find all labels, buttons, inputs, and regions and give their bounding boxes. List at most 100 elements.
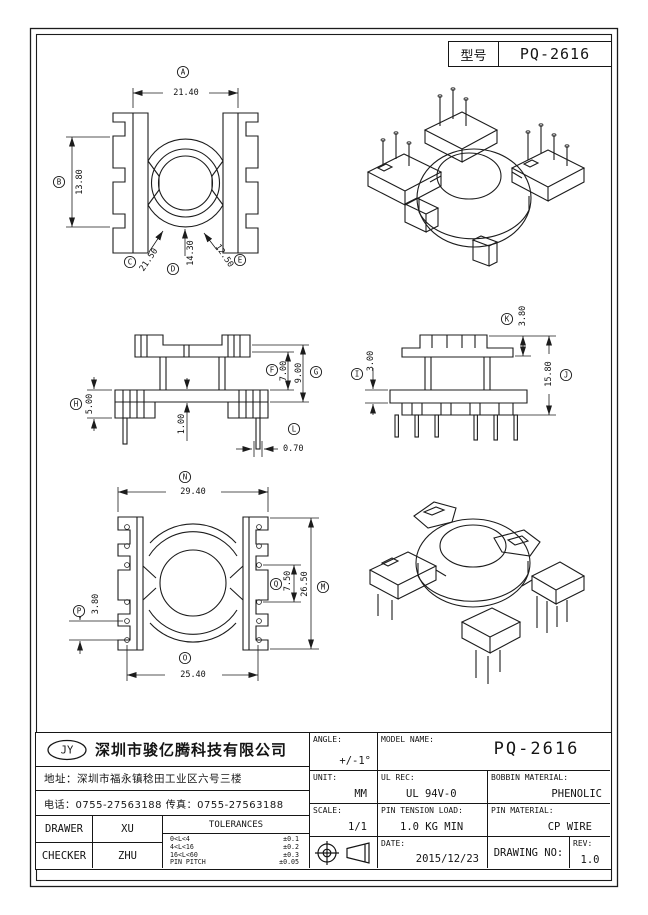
pin-material-cell: PIN MATERIAL: CP WIRE xyxy=(488,804,610,837)
phone-text: 电话：0755-27563188 传真：0755-27563188 xyxy=(44,799,284,811)
ul-rec-value: UL 94V-0 xyxy=(406,788,457,800)
svg-text:J: J xyxy=(564,371,569,380)
tolerance-row: 0<L<4±0.1 xyxy=(170,835,299,843)
svg-text:N: N xyxy=(183,473,188,482)
dim-c-value: 21.50 xyxy=(138,247,161,274)
bobbin-material-label: BOBBIN MATERIAL: xyxy=(491,773,569,782)
dim-i-value: 3.00 xyxy=(366,351,376,371)
checker-label: CHECKER xyxy=(41,849,87,862)
dim-b-value: 13.80 xyxy=(75,169,85,195)
dim-p-label: P xyxy=(72,604,86,618)
svg-text:C: C xyxy=(128,258,133,267)
dim-n-label: N xyxy=(178,470,192,484)
pin-tension-cell: PIN TENSION LOAD: 1.0 KG MIN xyxy=(378,804,488,837)
pin-tension-label: PIN TENSION LOAD: xyxy=(381,806,463,815)
dim-j-value: 15.80 xyxy=(544,361,554,387)
checker-label-cell: CHECKER xyxy=(36,843,93,868)
scale-cell: SCALE: 1/1 xyxy=(310,804,378,837)
model-number-label: 型号 xyxy=(449,42,499,66)
unit-cell: UNIT: MM xyxy=(310,771,378,804)
svg-text:D: D xyxy=(171,265,176,274)
checker-name-cell: ZHU xyxy=(93,843,163,868)
angle-label: ANGLE: xyxy=(313,735,342,744)
svg-text:K: K xyxy=(505,315,510,324)
tolerances-table: 0<L<4±0.1 4<L<16±0.2 16<L<60±0.3 PIN PIT… xyxy=(163,834,309,867)
tolerance-row: PIN PITCH±0.05 xyxy=(170,858,299,867)
dim-o-label: O xyxy=(178,651,192,665)
drawing-no-label: DRAWING NO: xyxy=(493,846,564,859)
title-block: JY 深圳市骏亿腾科技有限公司 地址：深圳市福永镇稔田工业区六号三楼 电话：07… xyxy=(35,732,612,870)
bobbin-material-value: PHENOLIC xyxy=(551,788,602,800)
bottom-view-dimensions: 29.40 N 3.80 P 7.50 Q 26.50 M 25.40 xyxy=(69,470,330,681)
svg-text:A: A xyxy=(181,68,186,77)
rev-value: 1.0 xyxy=(580,854,600,866)
bottom-view xyxy=(117,516,269,651)
svg-text:I: I xyxy=(355,370,360,379)
projection-symbol-cell xyxy=(310,837,378,868)
front-view xyxy=(112,112,259,254)
svg-text:O: O xyxy=(183,654,188,663)
bobbin-material-cell: BOBBIN MATERIAL: PHENOLIC xyxy=(488,771,610,804)
unit-label: UNIT: xyxy=(313,773,338,782)
dim-g-label: G xyxy=(309,365,323,379)
svg-text:M: M xyxy=(321,583,326,592)
svg-text:B: B xyxy=(57,178,62,187)
dim-b-label: B xyxy=(52,175,66,189)
pin-side-view xyxy=(114,334,269,450)
dim-m-value: 26.50 xyxy=(300,571,310,597)
drawer-name-cell: XU xyxy=(93,816,163,843)
dim-d-value: 14.30 xyxy=(186,240,196,266)
model-name-label: MODEL NAME: xyxy=(381,735,434,744)
dim-q-value: 7.50 xyxy=(283,571,293,591)
dim-p-value: 3.80 xyxy=(91,594,101,614)
tolerances-title: TOLERANCES xyxy=(163,816,309,834)
tolerance-row: 4<L<16±0.2 xyxy=(170,842,299,851)
side-view-dimensions: 3.80 K 3.00 I 15.80 J xyxy=(350,306,573,416)
svg-text:Q: Q xyxy=(274,580,279,589)
svg-text:G: G xyxy=(314,368,319,377)
model-number-value: PQ-2616 xyxy=(519,45,591,63)
dim-k-value: 3.80 xyxy=(518,306,528,326)
third-angle-projection-icon xyxy=(314,840,370,865)
drawer-label: DRAWER xyxy=(45,823,83,835)
drawing-no-cell: DRAWING NO: xyxy=(488,837,570,868)
dim-k-label: K xyxy=(500,312,514,326)
company-logo: JY xyxy=(47,739,87,760)
date-cell: DATE: 2015/12/23 xyxy=(378,837,488,868)
dim-m-label: M xyxy=(316,580,330,594)
angle-value: +/-1° xyxy=(339,755,371,767)
dim-a-label: A xyxy=(176,65,190,79)
dim-l-label: L xyxy=(287,422,301,436)
dim-f-label: F xyxy=(265,363,279,377)
checker-name: ZHU xyxy=(118,849,137,862)
dim-d-label: D xyxy=(166,262,180,276)
dim-c-label: C xyxy=(123,255,137,269)
tolerance-row: 16<L<60±0.3 xyxy=(170,850,299,859)
angle-cell: ANGLE: +/-1° xyxy=(310,733,378,771)
rev-label: REV: xyxy=(573,839,593,848)
pin-material-label: PIN MATERIAL: xyxy=(491,806,554,815)
dim-e-label: E xyxy=(233,253,247,267)
model-name-cell: MODEL NAME: PQ-2616 xyxy=(378,733,610,771)
model-number-box: 型号 PQ-2616 xyxy=(448,41,612,67)
dim-l-value: 0.70 xyxy=(283,444,303,454)
dim-f-value: 7.00 xyxy=(279,361,289,381)
side-view xyxy=(389,334,528,441)
address-row: 地址：深圳市福永镇稔田工业区六号三楼 xyxy=(36,767,310,791)
isometric-view-bottom xyxy=(368,501,586,684)
address-text: 地址：深圳市福永镇稔田工业区六号三楼 xyxy=(44,773,242,785)
dim-e-value: 12.50 xyxy=(213,243,236,270)
date-label: DATE: xyxy=(381,839,406,848)
svg-text:E: E xyxy=(238,256,243,265)
dim-j-label: J xyxy=(559,368,573,382)
dim-g-value: 9.00 xyxy=(294,363,304,383)
company-name: 深圳市骏亿腾科技有限公司 xyxy=(95,741,288,759)
dim-i-label: I xyxy=(350,367,364,381)
scale-value: 1/1 xyxy=(348,821,367,833)
date-value: 2015/12/23 xyxy=(415,853,479,865)
ul-rec-cell: UL REC: UL 94V-0 xyxy=(378,771,488,804)
dim-o-value: 25.40 xyxy=(180,670,206,680)
company-row: JY 深圳市骏亿腾科技有限公司 xyxy=(36,733,310,767)
